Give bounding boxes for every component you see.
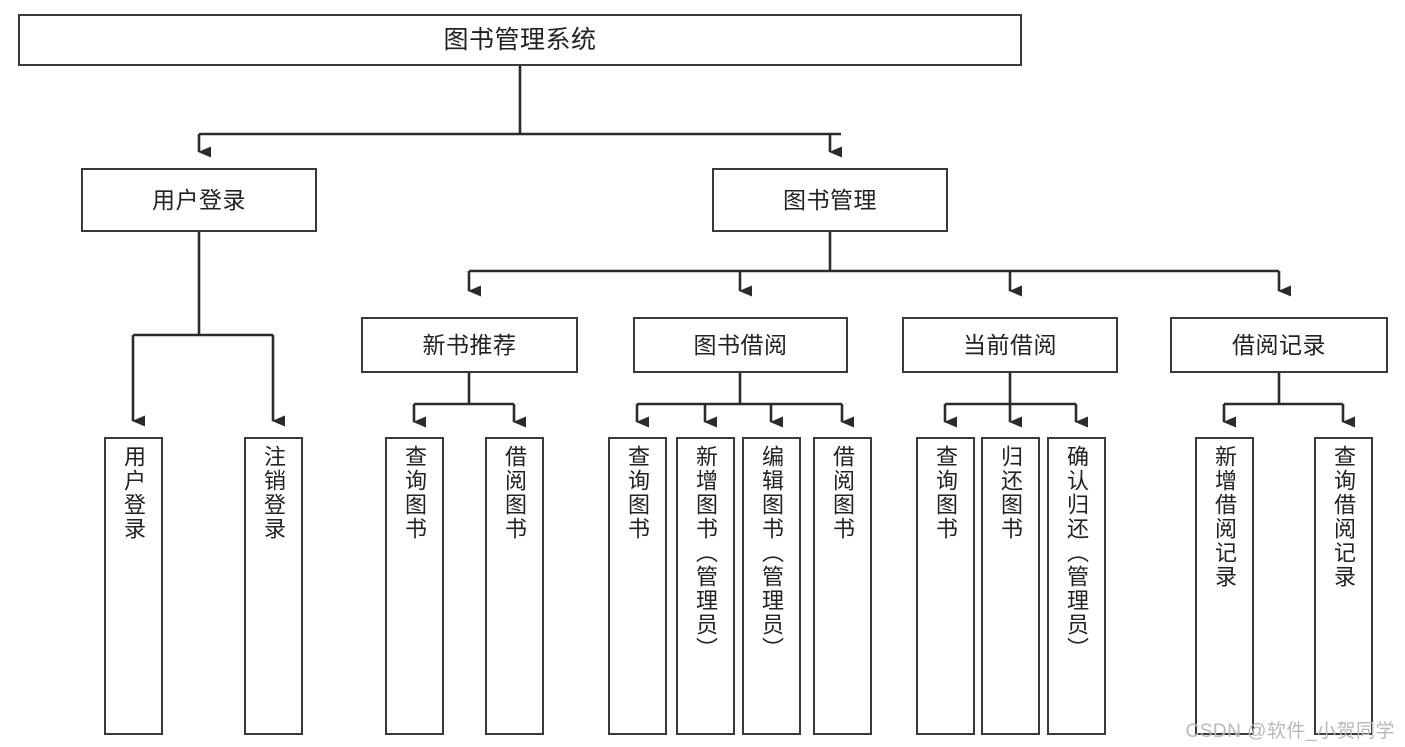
node-leaf-return-book[interactable]: 归还图书 bbox=[981, 437, 1040, 735]
node-new-book-recommend[interactable]: 新书推荐 bbox=[361, 317, 578, 373]
node-leaf-borrow-book-2[interactable]: 借阅图书 bbox=[813, 437, 872, 735]
node-leaf-user-login-label: 用户登录 bbox=[121, 445, 147, 541]
node-root[interactable]: 图书管理系统 bbox=[18, 14, 1022, 66]
node-leaf-edit-book[interactable]: 编辑图书（管理员） bbox=[742, 437, 801, 735]
node-root-label: 图书管理系统 bbox=[443, 25, 597, 54]
node-leaf-borrow-book-1-label: 借阅图书 bbox=[502, 445, 528, 541]
node-user-login[interactable]: 用户登录 bbox=[81, 168, 317, 232]
node-leaf-return-book-label: 归还图书 bbox=[998, 445, 1024, 541]
node-leaf-add-book[interactable]: 新增图书（管理员） bbox=[676, 437, 735, 735]
node-leaf-add-borrow-record[interactable]: 新增借阅记录 bbox=[1195, 437, 1254, 735]
csdn-watermark: CSDN @软件_小贺同学 bbox=[1185, 721, 1395, 742]
node-current-borrow-label: 当前借阅 bbox=[963, 331, 1057, 358]
node-leaf-edit-book-label: 编辑图书（管理员） bbox=[759, 445, 785, 661]
node-borrow-record[interactable]: 借阅记录 bbox=[1170, 317, 1388, 373]
node-borrow-record-label: 借阅记录 bbox=[1232, 331, 1326, 358]
node-book-borrow-label: 图书借阅 bbox=[693, 331, 788, 358]
node-book-manage[interactable]: 图书管理 bbox=[712, 168, 948, 232]
node-leaf-add-book-label: 新增图书（管理员） bbox=[693, 445, 719, 661]
node-leaf-borrow-book-1[interactable]: 借阅图书 bbox=[485, 437, 544, 735]
node-leaf-query-book-3[interactable]: 查询图书 bbox=[916, 437, 975, 735]
node-leaf-borrow-book-2-label: 借阅图书 bbox=[830, 445, 856, 541]
node-current-borrow[interactable]: 当前借阅 bbox=[902, 317, 1118, 373]
node-user-login-label: 用户登录 bbox=[152, 186, 246, 213]
node-new-book-recommend-label: 新书推荐 bbox=[422, 331, 517, 358]
node-leaf-query-borrow-record-label: 查询借阅记录 bbox=[1331, 445, 1357, 589]
node-leaf-user-login[interactable]: 用户登录 bbox=[104, 437, 163, 735]
node-book-borrow[interactable]: 图书借阅 bbox=[633, 317, 848, 373]
node-leaf-query-book-1[interactable]: 查询图书 bbox=[385, 437, 444, 735]
node-leaf-logout-login[interactable]: 注销登录 bbox=[244, 437, 303, 735]
node-leaf-query-book-1-label: 查询图书 bbox=[402, 445, 428, 541]
node-leaf-confirm-return-label: 确认归还（管理员） bbox=[1064, 445, 1090, 661]
node-leaf-confirm-return[interactable]: 确认归还（管理员） bbox=[1047, 437, 1106, 735]
node-leaf-query-borrow-record[interactable]: 查询借阅记录 bbox=[1314, 437, 1373, 735]
node-leaf-query-book-2-label: 查询图书 bbox=[625, 445, 651, 541]
node-leaf-add-borrow-record-label: 新增借阅记录 bbox=[1212, 445, 1238, 589]
node-leaf-logout-login-label: 注销登录 bbox=[261, 445, 287, 541]
node-leaf-query-book-3-label: 查询图书 bbox=[933, 445, 959, 541]
node-book-manage-label: 图书管理 bbox=[783, 186, 877, 213]
node-leaf-query-book-2[interactable]: 查询图书 bbox=[608, 437, 667, 735]
